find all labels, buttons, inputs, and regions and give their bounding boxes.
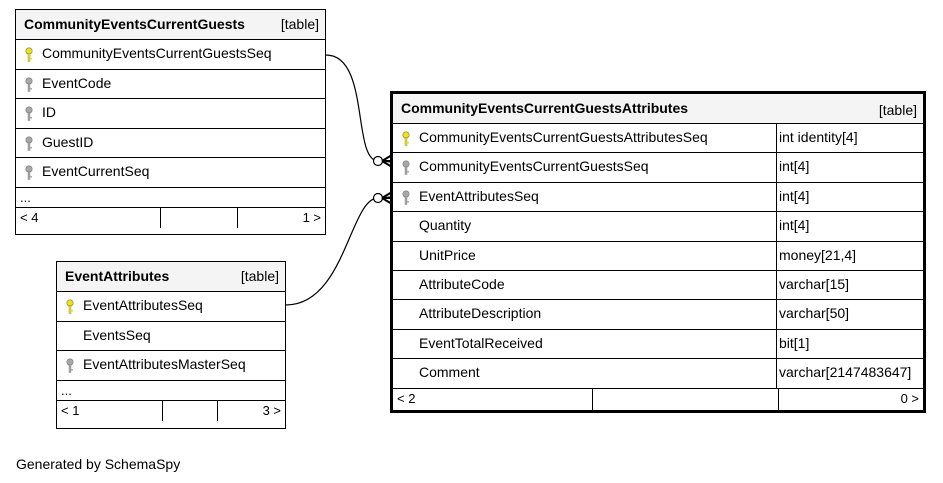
column-row[interactable]: CommunityEventsCurrentGuestsAttributesSe… bbox=[393, 124, 923, 154]
column-name: CommunityEventsCurrentGuestsAttributesSe… bbox=[419, 129, 708, 145]
column-name: EventAttributesSeq bbox=[83, 297, 203, 313]
key-icon bbox=[402, 160, 410, 176]
table-type: [table] bbox=[878, 102, 917, 118]
table-type: [table] bbox=[240, 268, 279, 284]
children-count[interactable]: 3 > bbox=[262, 402, 281, 418]
relationship-end-circle bbox=[372, 192, 384, 204]
relationship-line-guests bbox=[325, 54, 393, 163]
table-header: EventAttributes [table] bbox=[57, 262, 285, 292]
table-community-events-current-guests-attributes[interactable]: CommunityEventsCurrentGuestsAttributes [… bbox=[390, 91, 926, 413]
column-row[interactable]: EventAttributesSeq bbox=[57, 292, 285, 322]
key-icon bbox=[25, 47, 33, 62]
column-type: int[4] bbox=[779, 158, 810, 175]
column-row[interactable]: EventCurrentSeq bbox=[16, 158, 325, 188]
table-community-events-current-guests[interactable]: CommunityEventsCurrentGuests [table] Com… bbox=[15, 9, 326, 235]
column-name: EventAttributesSeq bbox=[419, 187, 539, 204]
parents-count[interactable]: < 2 bbox=[397, 390, 416, 406]
column-name: UnitPrice bbox=[419, 246, 476, 263]
column-name: Comment bbox=[419, 364, 480, 381]
column-row[interactable]: EventAttributesMasterSeq bbox=[57, 351, 285, 381]
column-name: EventsSeq bbox=[83, 326, 151, 343]
column-row[interactable]: ID bbox=[16, 99, 325, 129]
relationship-end-circle bbox=[372, 155, 384, 167]
table-name: CommunityEventsCurrentGuestsAttributes bbox=[401, 100, 689, 116]
column-name: AttributeDescription bbox=[419, 305, 542, 322]
table-header: CommunityEventsCurrentGuests [table] bbox=[16, 10, 325, 40]
column-name: EventTotalReceived bbox=[419, 334, 543, 351]
column-type: bit[1] bbox=[779, 334, 810, 351]
column-type: varchar[50] bbox=[779, 305, 850, 322]
table-name: CommunityEventsCurrentGuests bbox=[24, 16, 245, 32]
key-icon bbox=[25, 165, 33, 180]
column-row[interactable]: EventTotalReceived bit[1] bbox=[393, 329, 923, 360]
parents-count[interactable]: < 4 bbox=[20, 209, 39, 225]
column-name: GuestID bbox=[42, 133, 94, 150]
key-icon bbox=[402, 190, 410, 205]
key-icon bbox=[66, 358, 74, 373]
column-type: money[21,4] bbox=[779, 246, 857, 263]
column-row[interactable]: EventCode bbox=[16, 70, 325, 99]
column-type: int[4] bbox=[779, 187, 810, 204]
column-type: int[4] bbox=[779, 217, 810, 234]
column-name: AttributeCode bbox=[419, 275, 505, 292]
table-type: [table] bbox=[280, 16, 319, 32]
table-footer: < 2 0 > bbox=[393, 388, 923, 411]
column-row[interactable]: CommunityEventsCurrentGuestsSeq int[4] bbox=[393, 153, 923, 183]
column-name: CommunityEventsCurrentGuestsSeq bbox=[42, 45, 272, 61]
column-list: CommunityEventsCurrentGuestsAttributesSe… bbox=[393, 124, 923, 389]
column-name: Quantity bbox=[419, 217, 472, 234]
column-row[interactable]: Comment varchar[2147483647] bbox=[393, 359, 923, 389]
children-count[interactable]: 0 > bbox=[900, 390, 919, 406]
column-row[interactable]: UnitPrice money[21,4] bbox=[393, 241, 923, 271]
more-columns: ... bbox=[16, 188, 325, 208]
column-type: varchar[15] bbox=[779, 275, 850, 292]
column-name: ID bbox=[42, 104, 56, 120]
column-type: varchar[2147483647] bbox=[779, 364, 912, 381]
children-count[interactable]: 1 > bbox=[302, 209, 321, 225]
parents-count[interactable]: < 1 bbox=[61, 402, 80, 418]
column-row[interactable]: GuestID bbox=[16, 129, 325, 158]
key-icon bbox=[25, 76, 33, 92]
column-row[interactable]: CommunityEventsCurrentGuestsSeq bbox=[16, 40, 325, 70]
more-columns: ... bbox=[57, 381, 285, 401]
column-type: int identity[4] bbox=[779, 129, 858, 145]
column-name: EventAttributesMasterSeq bbox=[83, 356, 246, 372]
column-row[interactable]: EventAttributesSeq int[4] bbox=[393, 182, 923, 213]
table-footer: < 4 1 > bbox=[16, 207, 325, 228]
key-icon bbox=[402, 131, 410, 146]
table-name: EventAttributes bbox=[65, 268, 170, 284]
column-row[interactable]: AttributeCode varchar[15] bbox=[393, 270, 923, 301]
key-icon bbox=[25, 135, 33, 151]
key-icon bbox=[25, 106, 33, 121]
column-row[interactable]: AttributeDescription varchar[50] bbox=[393, 300, 923, 330]
column-row[interactable]: EventsSeq bbox=[57, 322, 285, 351]
key-icon bbox=[66, 299, 74, 314]
column-row[interactable]: Quantity int[4] bbox=[393, 212, 923, 242]
table-header: CommunityEventsCurrentGuestsAttributes [… bbox=[393, 94, 923, 124]
table-event-attributes[interactable]: EventAttributes [table] EventAttributesS… bbox=[56, 261, 286, 429]
table-footer: < 1 3 > bbox=[57, 400, 285, 421]
column-name: EventCode bbox=[42, 74, 112, 91]
column-name: CommunityEventsCurrentGuestsSeq bbox=[419, 158, 649, 175]
generated-by-label: Generated by SchemaSpy bbox=[16, 456, 181, 472]
column-name: EventCurrentSeq bbox=[42, 163, 150, 179]
